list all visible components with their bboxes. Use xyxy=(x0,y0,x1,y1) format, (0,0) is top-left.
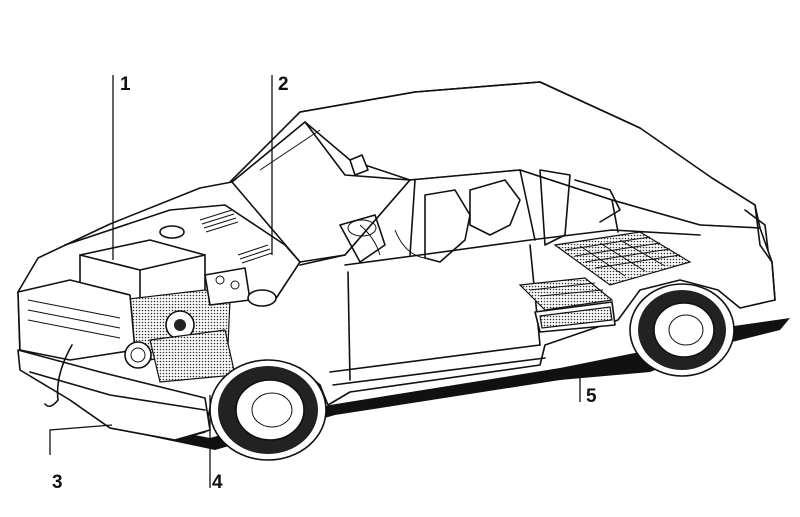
callout-5: 5 xyxy=(586,386,597,407)
front-end xyxy=(17,279,211,441)
interior-seats xyxy=(339,169,621,263)
callout-3: 3 xyxy=(52,472,63,493)
callout-2: 2 xyxy=(278,74,289,95)
leader-3 xyxy=(49,424,113,455)
leader-lines xyxy=(49,75,581,488)
rear-wheel xyxy=(629,283,735,377)
callout-4: 4 xyxy=(212,472,223,493)
callout-labels: 1 2 3 4 5 xyxy=(52,74,597,493)
front-wheel xyxy=(209,359,327,461)
callout-1: 1 xyxy=(120,74,131,95)
rear-battery-pack xyxy=(518,231,692,333)
engine-bay xyxy=(64,204,301,383)
